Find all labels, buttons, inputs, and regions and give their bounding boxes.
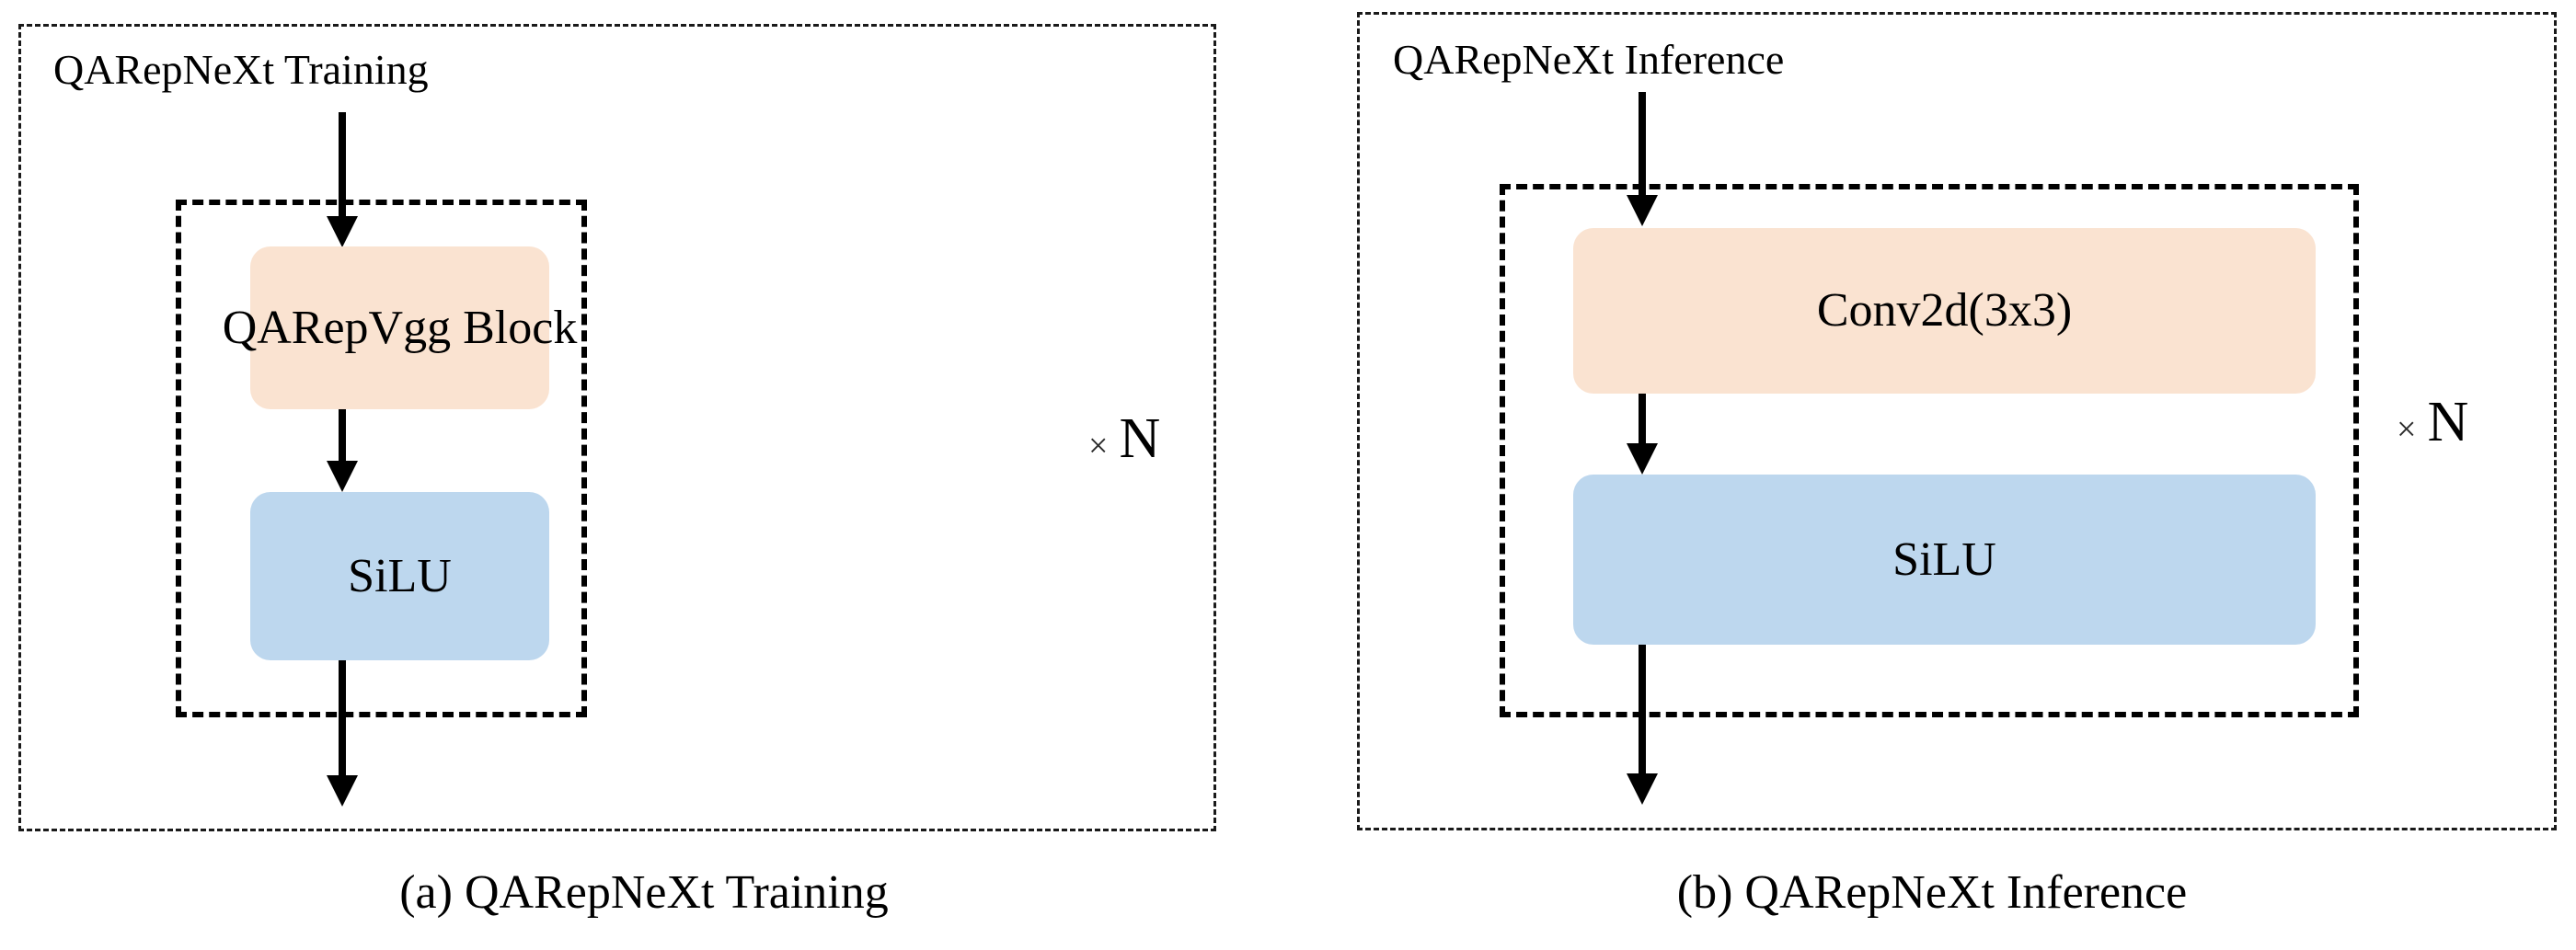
training-repeat-count: N — [1119, 407, 1161, 470]
training-silu-label: SiLU — [348, 549, 452, 602]
inference-silu-label: SiLU — [1892, 532, 1996, 586]
inference-outer-container — [1357, 12, 2557, 830]
panel-inference: QARepNeXt Inference Conv2d(3x3) SiLU × — [1288, 0, 2576, 950]
training-qarepvgg-block: QARepVgg Block — [223, 246, 577, 409]
inference-repeat-multiplier: × N — [2397, 394, 2468, 451]
inference-silu-block: SiLU — [1573, 475, 2316, 645]
multiply-icon: × — [2397, 410, 2417, 449]
inference-panel-title: QARepNeXt Inference — [1393, 36, 1785, 83]
panel-training: QARepNeXt Training QARepVgg Block SiLU — [18, 24, 1216, 919]
inference-repeat-container — [1500, 184, 2359, 717]
training-repeat-container — [176, 200, 587, 717]
multiply-icon: × — [1088, 427, 1109, 465]
training-repeat-multiplier: × N — [1088, 410, 1160, 467]
training-panel-title: QARepNeXt Training — [53, 46, 429, 93]
inference-repeat-count: N — [2427, 391, 2469, 453]
training-silu-block: SiLU — [250, 492, 549, 660]
inference-conv2d-block: Conv2d(3x3) — [1573, 228, 2316, 394]
inference-caption: (b) QARepNeXt Inference — [1676, 866, 2188, 919]
inference-conv2d-label: Conv2d(3x3) — [1816, 284, 2073, 337]
training-qarepvgg-label: QARepVgg Block — [222, 301, 578, 354]
training-outer-container — [18, 24, 1216, 831]
training-caption: (a) QARepNeXt Training — [399, 866, 889, 919]
